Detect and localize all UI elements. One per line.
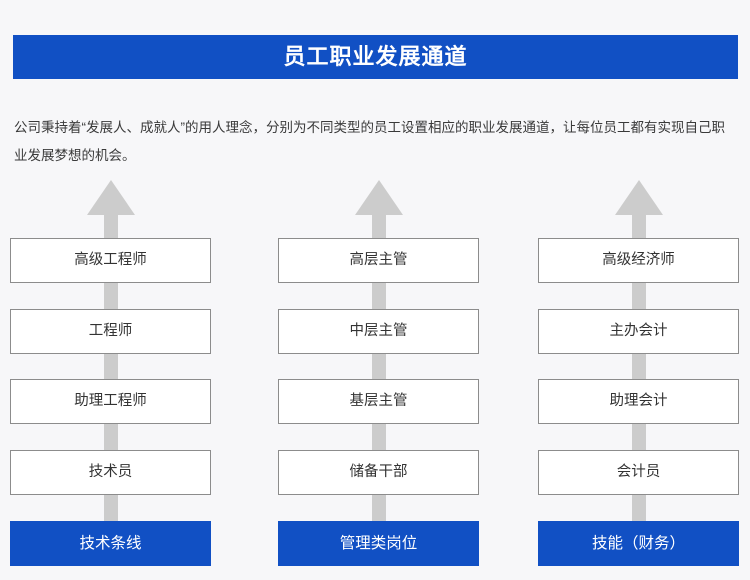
career-level-box[interactable]: 储备干部 xyxy=(278,450,479,495)
career-level-box[interactable]: 工程师 xyxy=(10,309,211,354)
career-level-box[interactable]: 高层主管 xyxy=(278,238,479,283)
career-path-columns: 高级工程师 工程师 助理工程师 技术员 技术条线 高层主管 中层主管 基层主管 … xyxy=(0,180,750,575)
career-level-box[interactable]: 高级工程师 xyxy=(10,238,211,283)
career-track-column-management: 高层主管 中层主管 基层主管 储备干部 管理类岗位 xyxy=(278,180,479,575)
career-track-label[interactable]: 技能（财务） xyxy=(538,521,739,566)
career-level-box[interactable]: 助理会计 xyxy=(538,379,739,424)
career-level-box[interactable]: 技术员 xyxy=(10,450,211,495)
career-track-label[interactable]: 技术条线 xyxy=(10,521,211,566)
career-level-box[interactable]: 高级经济师 xyxy=(538,238,739,283)
page-title-banner: 员工职业发展通道 xyxy=(13,35,738,79)
career-track-label[interactable]: 管理类岗位 xyxy=(278,521,479,566)
up-arrow-head xyxy=(354,180,403,215)
up-arrow-head xyxy=(614,180,663,215)
career-level-box[interactable]: 中层主管 xyxy=(278,309,479,354)
career-level-box[interactable]: 助理工程师 xyxy=(10,379,211,424)
career-level-box[interactable]: 会计员 xyxy=(538,450,739,495)
up-arrow-head xyxy=(86,180,135,215)
page-title: 员工职业发展通道 xyxy=(283,44,468,69)
career-level-box[interactable]: 基层主管 xyxy=(278,379,479,424)
career-track-column-finance: 高级经济师 主办会计 助理会计 会计员 技能（财务） xyxy=(538,180,739,575)
career-track-column-technical: 高级工程师 工程师 助理工程师 技术员 技术条线 xyxy=(10,180,211,575)
career-level-box[interactable]: 主办会计 xyxy=(538,309,739,354)
intro-paragraph: 公司秉持着“发展人、成就人”的用人理念，分别为不同类型的员工设置相应的职业发展通… xyxy=(14,119,725,163)
